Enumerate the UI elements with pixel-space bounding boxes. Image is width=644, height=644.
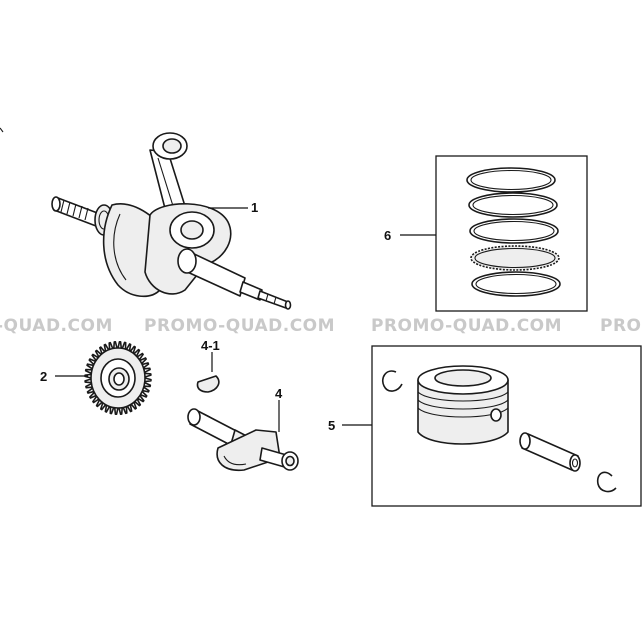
watermark-text-3: PROMO-QUAD.COM [371,316,562,336]
circlip-right [596,471,617,493]
callout-4: 4 [275,386,283,401]
piston-kit[interactable] [381,365,617,493]
callout-1: 1 [251,200,258,215]
piston-kit-frame [371,345,642,507]
circlip-left [381,370,403,392]
watermark-text-2: PROMO-QUAD.COM [144,316,335,336]
woodruff-key[interactable] [196,375,220,393]
edge-mark [0,127,4,133]
watermark: -QUAD.COM PROMO-QUAD.COM PROMO-QUAD.COM … [0,316,642,336]
piston-rings[interactable] [466,167,561,297]
watermark-text-4: PRO [600,316,642,336]
callout-2: 2 [40,369,47,384]
piston-rings-frame [435,155,588,312]
drive-gear[interactable] [84,340,152,416]
callout-6: 6 [384,228,391,243]
crankshaft-assembly[interactable] [51,132,292,310]
watermark-text-1: -QUAD.COM [0,316,113,336]
balancer-shaft[interactable] [187,408,299,472]
piston [417,379,509,445]
callout-5: 5 [328,418,335,433]
callout-4-1: 4-1 [201,338,220,353]
